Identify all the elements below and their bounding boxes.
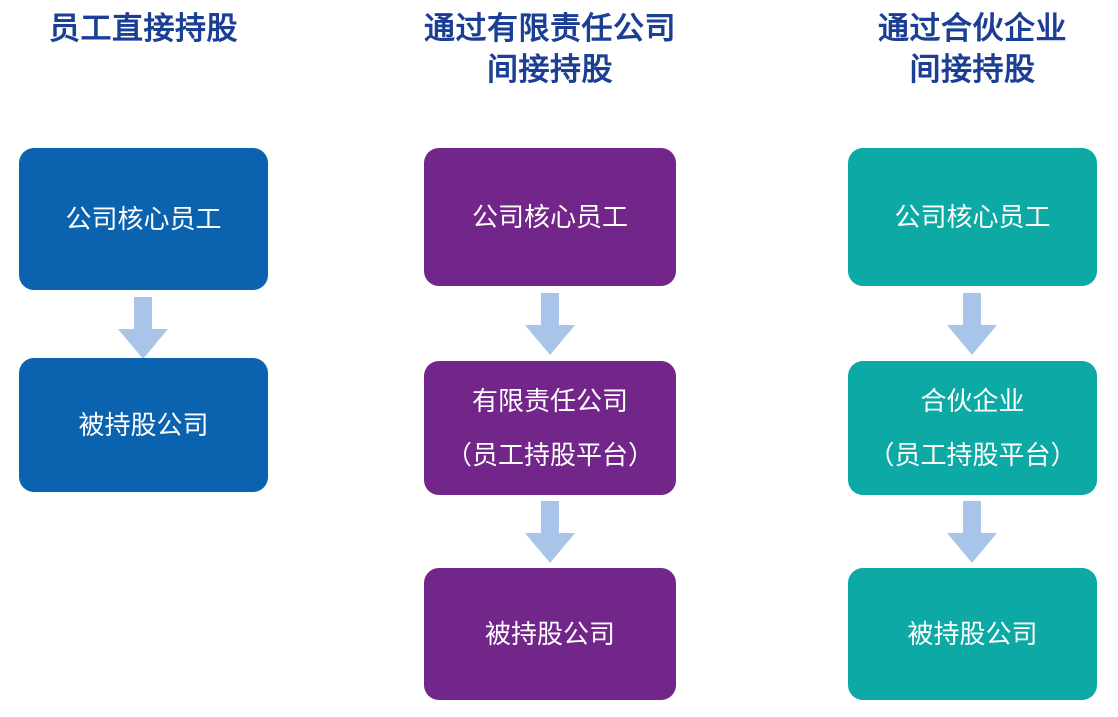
- node-held-company-column1[interactable]: 被持股公司: [19, 358, 268, 492]
- node-partnership-platform-column3[interactable]: 合伙企业 （员工持股平台）: [848, 361, 1097, 495]
- node-label-line2: （员工持股平台）: [445, 440, 654, 470]
- node-label: 公司核心员工: [471, 202, 628, 232]
- node-label: 公司核心员工: [65, 204, 222, 234]
- node-label: 被持股公司: [484, 619, 615, 649]
- arrow-down-icon-column2-step1: [525, 293, 575, 355]
- column-title-employee-direct-holding: 员工直接持股: [49, 11, 238, 46]
- node-label-line1: 有限责任公司: [471, 386, 628, 416]
- column-title-indirect-via-partnership: 通过合伙企业 间接持股: [878, 11, 1067, 87]
- node-core-employees-column1[interactable]: 公司核心员工: [19, 148, 268, 290]
- node-label: 公司核心员工: [894, 202, 1051, 232]
- arrow-down-icon-column3-step2: [947, 501, 997, 563]
- node-label: 被持股公司: [907, 619, 1038, 649]
- arrow-down-icon-column2-step2: [525, 501, 575, 563]
- arrow-down-icon-column1-step1: [118, 297, 168, 359]
- node-label-line1: 合伙企业: [920, 386, 1025, 416]
- arrow-down-icon-column3-step1: [947, 293, 997, 355]
- column-title-indirect-via-llc: 通过有限责任公司 间接持股: [424, 11, 676, 87]
- node-core-employees-column2[interactable]: 公司核心员工: [424, 148, 676, 286]
- node-held-company-column2[interactable]: 被持股公司: [424, 568, 676, 700]
- node-held-company-column3[interactable]: 被持股公司: [848, 568, 1097, 700]
- node-llc-platform-column2[interactable]: 有限责任公司 （员工持股平台）: [424, 361, 676, 495]
- node-label-line2: （员工持股平台）: [868, 440, 1077, 470]
- node-core-employees-column3[interactable]: 公司核心员工: [848, 148, 1097, 286]
- node-label: 被持股公司: [78, 410, 209, 440]
